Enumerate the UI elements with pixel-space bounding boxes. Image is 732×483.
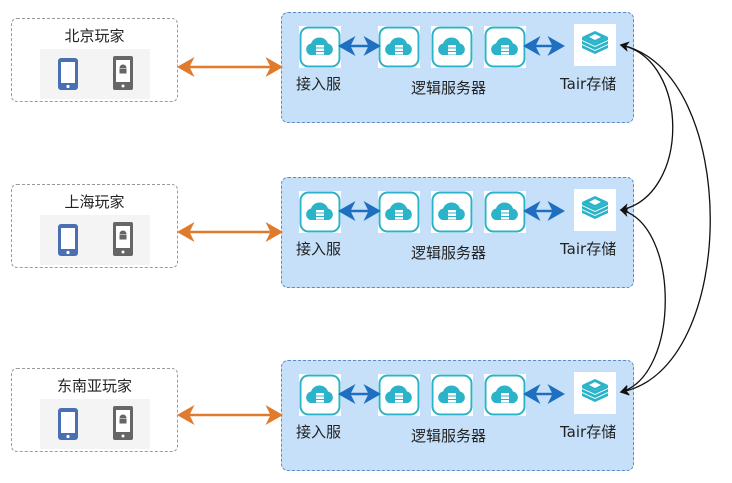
logic-server-node-2 xyxy=(431,374,473,416)
access-server-node xyxy=(299,374,341,416)
logic-server-node-1 xyxy=(378,374,420,416)
cloud-server-icon xyxy=(378,26,420,68)
cloud-server-icon xyxy=(431,26,473,68)
tair-storage-icon xyxy=(574,24,616,66)
player-group-shanghai: 上海玩家 xyxy=(11,184,178,268)
cloud-server-icon xyxy=(484,374,526,416)
cloud-server-icon xyxy=(299,191,341,233)
ios-phone-icon xyxy=(58,408,78,440)
device-tray xyxy=(40,215,150,265)
access-server-label: 接入服 xyxy=(296,75,342,93)
device-tray xyxy=(40,49,150,99)
tair-storage-icon xyxy=(574,372,616,414)
region-cluster-2: 接入服 逻辑服务器 Tair存储 xyxy=(281,177,634,288)
android-phone-icon xyxy=(113,406,133,440)
access-server-label: 接入服 xyxy=(296,423,342,441)
cloud-server-icon xyxy=(299,26,341,68)
logic-server-label: 逻辑服务器 xyxy=(411,244,487,262)
logic-server-node-2 xyxy=(431,191,473,233)
logic-server-label: 逻辑服务器 xyxy=(411,79,487,97)
logic-server-node-3 xyxy=(484,191,526,233)
tair-storage-node xyxy=(574,24,616,66)
player-group-beijing: 北京玩家 xyxy=(11,18,178,102)
player-group-southeast-asia: 东南亚玩家 xyxy=(11,368,178,452)
player-group-title: 上海玩家 xyxy=(64,193,125,211)
tair-storage-label: Tair存储 xyxy=(560,423,617,441)
logic-server-node-3 xyxy=(484,374,526,416)
cloud-server-icon xyxy=(431,191,473,233)
device-tray xyxy=(40,399,150,449)
region-cluster-1: 接入服 逻辑服务器 Tair存储 xyxy=(281,12,634,123)
tair-storage-icon xyxy=(574,189,616,231)
player-group-title: 北京玩家 xyxy=(64,27,125,45)
android-phone-icon xyxy=(113,56,133,90)
access-server-node xyxy=(299,191,341,233)
access-server-label: 接入服 xyxy=(296,240,342,258)
ios-phone-icon xyxy=(58,58,78,90)
cloud-server-icon xyxy=(378,374,420,416)
cloud-server-icon xyxy=(484,191,526,233)
region-cluster-3: 接入服 逻辑服务器 Tair存储 xyxy=(281,360,634,471)
cloud-server-icon xyxy=(378,191,420,233)
cloud-server-icon xyxy=(431,374,473,416)
tair-storage-label: Tair存储 xyxy=(560,75,617,93)
logic-server-node-2 xyxy=(431,26,473,68)
tair-storage-node xyxy=(574,372,616,414)
cloud-server-icon xyxy=(299,374,341,416)
tair-storage-node xyxy=(574,189,616,231)
logic-server-node-1 xyxy=(378,191,420,233)
access-server-node xyxy=(299,26,341,68)
tair-storage-label: Tair存储 xyxy=(560,240,617,258)
cloud-server-icon xyxy=(484,26,526,68)
storage-sync-arc-1-3 xyxy=(619,41,711,396)
logic-server-node-1 xyxy=(378,26,420,68)
logic-server-label: 逻辑服务器 xyxy=(411,427,487,445)
ios-phone-icon xyxy=(58,224,78,256)
logic-server-node-3 xyxy=(484,26,526,68)
android-phone-icon xyxy=(113,222,133,256)
player-group-title: 东南亚玩家 xyxy=(56,377,132,395)
